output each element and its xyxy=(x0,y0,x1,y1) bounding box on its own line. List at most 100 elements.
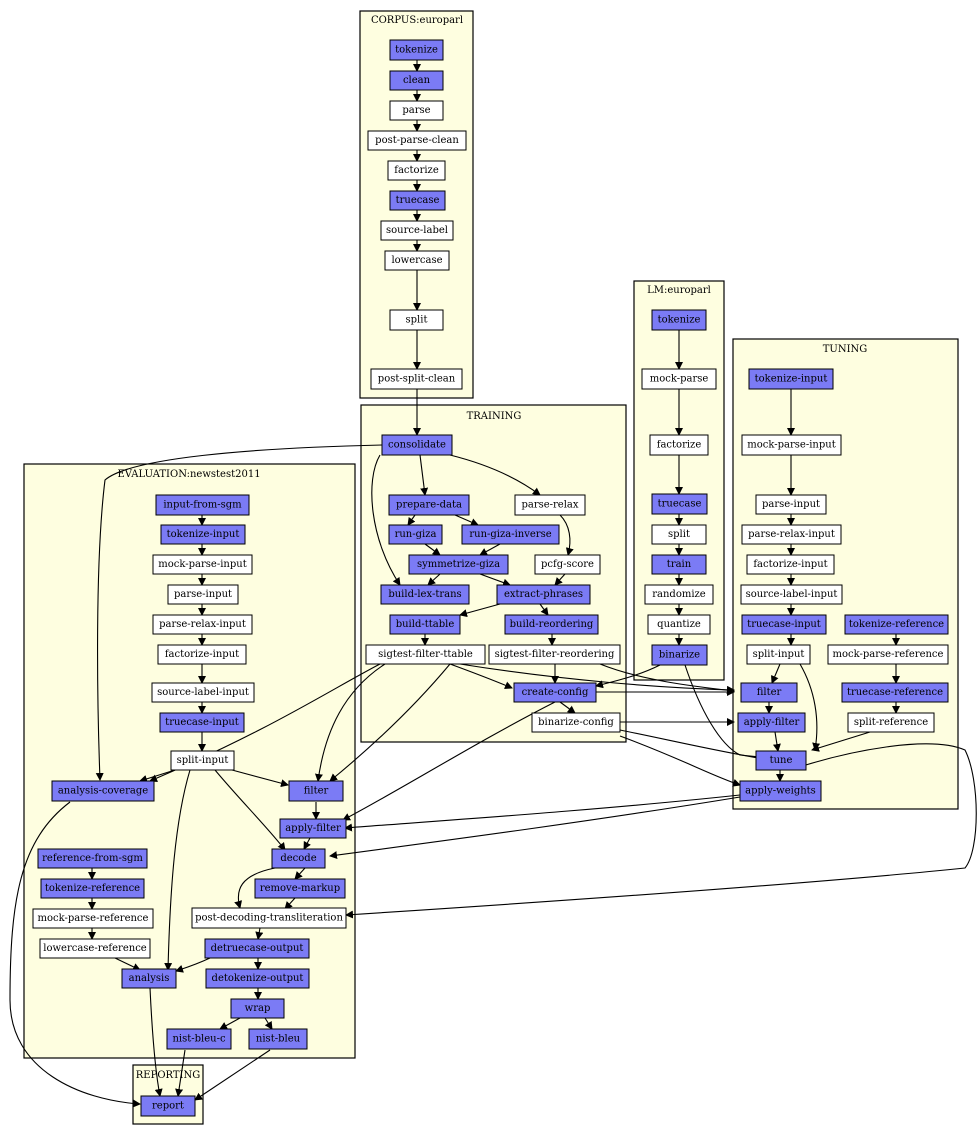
edge xyxy=(811,731,871,752)
node-corpus-clean[interactable]: clean xyxy=(389,70,444,91)
node-eval-decode[interactable]: decode xyxy=(271,848,326,869)
node-eval-post-decoding-transliteration[interactable]: post-decoding-transliteration xyxy=(191,907,347,929)
node-tuning-truecase-input[interactable]: truecase-input xyxy=(741,614,827,635)
node-tuning-mock-parse-input[interactable]: mock-parse-input xyxy=(741,434,842,456)
node-eval-wrap[interactable]: wrap xyxy=(230,998,285,1019)
node-tuning-parse-input[interactable]: parse-input xyxy=(755,494,827,515)
node-eval-parse-relax-input[interactable]: parse-relax-input xyxy=(152,614,253,635)
edge xyxy=(559,701,576,714)
node-training-build-lex-trans[interactable]: build-lex-trans xyxy=(380,584,470,605)
svg-text:build-reordering: build-reordering xyxy=(510,619,594,630)
node-corpus-truecase[interactable]: truecase xyxy=(389,190,446,211)
node-eval-analysis-coverage[interactable]: analysis-coverage xyxy=(51,780,155,802)
node-training-consolidate[interactable]: consolidate xyxy=(381,434,453,456)
node-training-symmetrize-giza[interactable]: symmetrize-giza xyxy=(408,554,509,575)
node-eval-detruecase-output[interactable]: detruecase-output xyxy=(204,938,310,959)
svg-text:filter: filter xyxy=(304,786,329,797)
node-tuning-tokenize-input[interactable]: tokenize-input xyxy=(748,368,834,390)
node-tuning-parse-relax-input[interactable]: parse-relax-input xyxy=(741,524,842,545)
node-eval-tokenize-input[interactable]: tokenize-input xyxy=(160,524,246,545)
node-reporting-report[interactable]: report xyxy=(140,1095,196,1117)
node-eval-lowercase-reference[interactable]: lowercase-reference xyxy=(39,938,151,959)
node-lm-quantize[interactable]: quantize xyxy=(647,614,711,635)
svg-text:run-giza-inverse: run-giza-inverse xyxy=(469,529,551,540)
node-tuning-truecase-reference[interactable]: truecase-reference xyxy=(841,682,949,703)
cluster-lm-label: LM:europarl xyxy=(647,285,711,296)
node-tuning-filter[interactable]: filter xyxy=(740,682,798,703)
svg-text:quantize: quantize xyxy=(657,619,701,630)
node-lm-binarize[interactable]: binarize xyxy=(651,644,708,666)
svg-text:split-input: split-input xyxy=(753,649,805,660)
node-eval-analysis[interactable]: analysis xyxy=(121,968,177,989)
edge xyxy=(214,769,286,851)
node-training-binarize-config[interactable]: binarize-config xyxy=(531,712,621,733)
node-corpus-post-split-clean[interactable]: post-split-clean xyxy=(370,368,463,390)
node-eval-source-label-input[interactable]: source-label-input xyxy=(151,682,255,703)
node-training-sigtest-filter-ttable[interactable]: sigtest-filter-ttable xyxy=(365,644,486,665)
node-training-run-giza[interactable]: run-giza xyxy=(388,524,443,545)
node-eval-split-input[interactable]: split-input xyxy=(170,750,235,771)
svg-text:post-split-clean: post-split-clean xyxy=(378,374,456,385)
svg-text:filter: filter xyxy=(757,687,782,698)
svg-text:train: train xyxy=(667,559,692,570)
node-eval-parse-input[interactable]: parse-input xyxy=(167,584,239,605)
edge xyxy=(595,664,661,689)
node-training-build-ttable[interactable]: build-ttable xyxy=(389,614,461,635)
node-lm-tokenize[interactable]: tokenize xyxy=(651,309,707,331)
node-corpus-parse[interactable]: parse xyxy=(389,100,444,121)
node-eval-remove-markup[interactable]: remove-markup xyxy=(254,878,346,899)
node-eval-mock-parse-reference[interactable]: mock-parse-reference xyxy=(32,908,154,929)
node-corpus-split[interactable]: split xyxy=(389,309,444,331)
node-eval-nist-bleu[interactable]: nist-bleu xyxy=(248,1028,308,1050)
node-training-sigtest-filter-reordering[interactable]: sigtest-filter-reordering xyxy=(488,644,621,665)
node-eval-detokenize-output[interactable]: detokenize-output xyxy=(205,968,310,989)
node-tuning-tokenize-reference[interactable]: tokenize-reference xyxy=(844,614,949,635)
node-eval-tokenize-reference[interactable]: tokenize-reference xyxy=(40,878,145,899)
node-eval-filter[interactable]: filter xyxy=(288,780,344,802)
node-corpus-factorize[interactable]: factorize xyxy=(387,160,446,181)
node-eval-factorize-input[interactable]: factorize-input xyxy=(157,644,247,665)
svg-text:build-lex-trans: build-lex-trans xyxy=(388,589,461,600)
node-training-pcfg-score[interactable]: pcfg-score xyxy=(534,554,601,575)
svg-text:post-parse-clean: post-parse-clean xyxy=(375,135,459,146)
node-tuning-apply-filter[interactable]: apply-filter xyxy=(737,712,806,733)
node-eval-truecase-input[interactable]: truecase-input xyxy=(159,712,245,733)
node-lm-factorize[interactable]: factorize xyxy=(649,434,709,456)
svg-text:build-ttable: build-ttable xyxy=(396,619,455,630)
node-tuning-split-input[interactable]: split-input xyxy=(746,644,811,665)
svg-text:lowercase: lowercase xyxy=(391,255,442,266)
node-tuning-tune[interactable]: tune xyxy=(755,750,807,771)
node-lm-train[interactable]: train xyxy=(651,554,707,575)
node-training-parse-relax[interactable]: parse-relax xyxy=(514,494,586,516)
node-eval-input-from-sgm[interactable]: input-from-sgm xyxy=(155,494,250,516)
edge xyxy=(539,603,549,616)
node-lm-split[interactable]: split xyxy=(651,524,707,545)
node-tuning-source-label-input[interactable]: source-label-input xyxy=(740,584,843,605)
node-eval-mock-parse-input[interactable]: mock-parse-input xyxy=(152,554,253,575)
node-corpus-post-parse-clean[interactable]: post-parse-clean xyxy=(367,130,467,151)
edge xyxy=(459,603,501,618)
cluster-evaluation-label: EVALUATION:newstest2011 xyxy=(117,469,260,480)
node-eval-reference-from-sgm[interactable]: reference-from-sgm xyxy=(37,848,148,869)
svg-text:randomize: randomize xyxy=(652,589,706,600)
node-training-run-giza-inverse[interactable]: run-giza-inverse xyxy=(461,524,560,545)
node-tuning-factorize-input[interactable]: factorize-input xyxy=(746,554,835,575)
node-lm-mock-parse[interactable]: mock-parse xyxy=(641,368,717,390)
node-training-extract-phrases[interactable]: extract-phrases xyxy=(496,584,591,605)
node-training-prepare-data[interactable]: prepare-data xyxy=(388,494,470,516)
svg-text:prepare-data: prepare-data xyxy=(396,500,462,511)
node-corpus-tokenize[interactable]: tokenize xyxy=(389,39,444,61)
node-eval-apply-filter[interactable]: apply-filter xyxy=(279,818,347,839)
node-corpus-source-label[interactable]: source-label xyxy=(380,220,454,241)
node-corpus-lowercase[interactable]: lowercase xyxy=(384,250,450,271)
node-eval-nist-bleu-c[interactable]: nist-bleu-c xyxy=(166,1028,232,1050)
node-lm-truecase[interactable]: truecase xyxy=(651,493,708,515)
node-tuning-mock-parse-reference[interactable]: mock-parse-reference xyxy=(827,644,949,665)
node-tuning-split-reference[interactable]: split-reference xyxy=(847,712,935,733)
svg-text:tokenize: tokenize xyxy=(395,45,438,56)
node-tuning-apply-weights[interactable]: apply-weights xyxy=(739,780,822,802)
node-lm-randomize[interactable]: randomize xyxy=(644,584,714,605)
edge xyxy=(599,663,735,695)
node-training-build-reordering[interactable]: build-reordering xyxy=(504,614,599,635)
node-training-create-config[interactable]: create-config xyxy=(513,682,597,703)
